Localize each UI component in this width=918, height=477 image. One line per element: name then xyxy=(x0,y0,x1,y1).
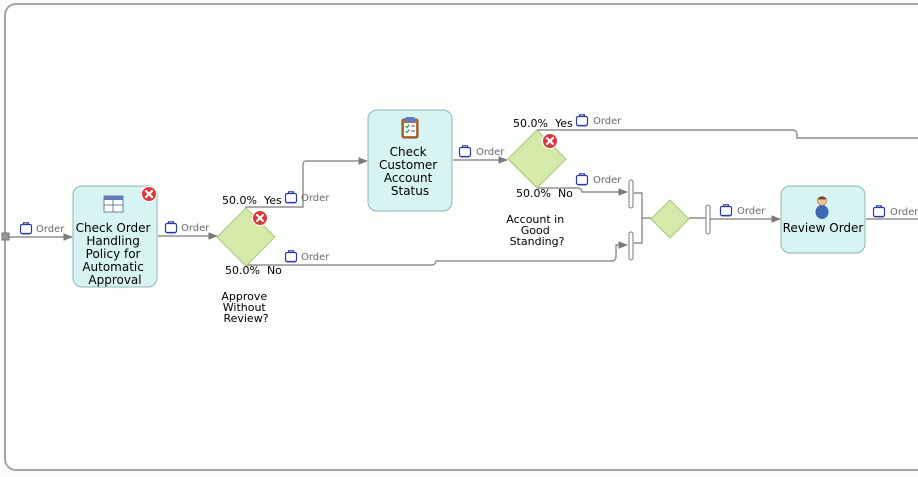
user-person-icon xyxy=(815,196,829,219)
gateway-yes-label: 50.0% Yes xyxy=(513,117,573,130)
flow-approve-no-to-join[interactable] xyxy=(245,241,628,266)
task-check-customer-account-status[interactable]: Check Customer Account Status xyxy=(367,109,453,212)
task-label-line: Policy for xyxy=(86,247,141,261)
briefcase-icon xyxy=(164,221,178,234)
question-line: Good xyxy=(521,224,550,237)
task-review-order[interactable]: Review Order xyxy=(780,185,866,254)
briefcase-icon xyxy=(458,145,472,158)
briefcase-icon xyxy=(284,191,298,204)
briefcase-icon xyxy=(575,173,589,186)
data-object-label: Order xyxy=(301,193,330,204)
gateway-yes-label: 50.0% Yes xyxy=(222,194,282,207)
data-object-label: Order xyxy=(593,175,622,186)
data-flow-label[interactable]: Order xyxy=(575,114,623,127)
task-label-line: Automatic xyxy=(82,260,144,274)
error-badge-icon[interactable] xyxy=(541,132,559,150)
data-flow-label[interactable]: Order xyxy=(872,205,918,218)
briefcase-icon xyxy=(872,205,886,218)
gateway-merge[interactable] xyxy=(650,199,690,239)
data-object-label: Order xyxy=(890,207,918,218)
task-label: Review Order xyxy=(783,221,864,235)
error-badge-icon[interactable] xyxy=(140,185,158,203)
data-flow-label[interactable]: Order xyxy=(458,145,506,158)
task-label: Check Order Handling Policy for Automati… xyxy=(76,221,155,287)
data-object-label: Order xyxy=(737,206,766,217)
task-label-line: Check Order xyxy=(76,221,151,235)
gateway-no-label: 50.0% No xyxy=(225,264,282,277)
table-icon xyxy=(103,195,124,213)
briefcase-icon xyxy=(284,250,298,263)
flow-approve-yes-to-check-customer[interactable] xyxy=(245,157,368,208)
task-label-line: Approval xyxy=(88,273,141,287)
connectors xyxy=(9,129,918,266)
gateway-question-label: Account in Good Standing? xyxy=(506,213,567,248)
data-flow-label[interactable]: Order xyxy=(284,191,331,204)
task-label-line: Customer xyxy=(379,158,437,172)
question-line: Account in xyxy=(506,213,564,226)
error-badge-icon[interactable] xyxy=(251,209,269,227)
data-object-label: Order xyxy=(593,116,622,127)
data-flow-label[interactable]: Order xyxy=(719,204,767,217)
task-label-line: Handling xyxy=(86,234,140,248)
gateway-question-label: Approve Without Review? xyxy=(221,290,270,325)
gateway-account-in-good-standing[interactable] xyxy=(507,129,567,189)
task-label-line: Status xyxy=(391,184,429,198)
data-flow-label[interactable]: Order xyxy=(19,222,66,235)
join-bracket xyxy=(634,192,651,244)
data-object-label: Order xyxy=(476,147,505,158)
question-line: Review? xyxy=(223,312,268,325)
task-label-line: Check xyxy=(390,145,427,159)
briefcase-icon xyxy=(575,114,589,127)
question-line: Without xyxy=(223,301,267,314)
gateway-approve-without-review[interactable] xyxy=(216,207,276,267)
briefcase-icon xyxy=(719,204,733,217)
clipboard-checklist-icon xyxy=(401,117,419,139)
start-connector-handle[interactable] xyxy=(1,232,10,241)
question-line: Approve xyxy=(221,290,267,303)
data-flow-label[interactable]: Order xyxy=(164,221,211,234)
flow-standing-yes-to-offscreen[interactable] xyxy=(537,129,918,139)
split-output-bar[interactable] xyxy=(705,204,711,235)
briefcase-icon xyxy=(19,222,33,235)
task-label: Check Customer Account Status xyxy=(379,145,441,198)
data-flow-label[interactable]: Order xyxy=(284,250,331,263)
join-input-bar-top[interactable] xyxy=(628,179,634,209)
task-label-line: Account xyxy=(384,171,433,185)
gateway-no-label: 50.0% No xyxy=(516,187,573,200)
question-line: Standing? xyxy=(510,235,565,248)
data-flow-label[interactable]: Order xyxy=(575,173,623,186)
data-object-label: Order xyxy=(181,223,210,234)
data-object-label: Order xyxy=(301,252,330,263)
flow-standing-no-to-join[interactable] xyxy=(537,187,628,196)
join-input-bar-bottom[interactable] xyxy=(628,231,634,261)
data-object-label: Order xyxy=(36,224,65,235)
task-check-order-handling-policy[interactable]: Check Order Handling Policy for Automati… xyxy=(72,185,158,288)
